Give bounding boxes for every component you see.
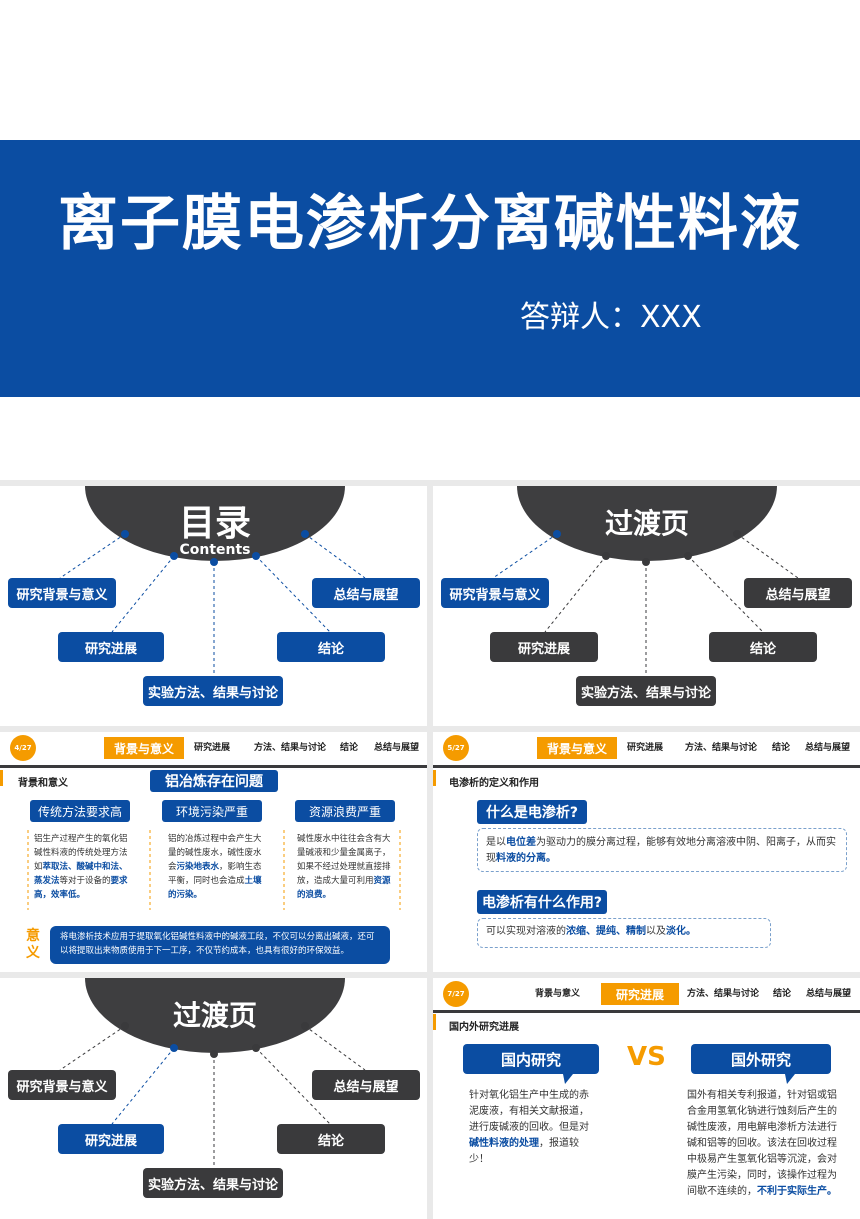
col2-text: 铝的冶炼过程中会产生大量的碱性废水，碱性废水会污染地表水，影响生态平衡，同时也会…	[168, 834, 262, 900]
subhead-marker	[433, 1014, 436, 1030]
question-2: 电渗析有什么作用?	[477, 890, 607, 914]
definition-slide[interactable]: 5/27 背景与意义 研究进展 方法、结果与讨论 结论 总结与展望 电渗析的定义…	[433, 732, 860, 972]
problem-banner: 铝冶炼存在问题	[150, 770, 278, 792]
nav-divider	[0, 765, 427, 768]
transition2-node-conclusion[interactable]: 结论	[277, 1124, 385, 1154]
domestic-research-text: 针对氧化铝生产中生成的赤泥废液，有相关文献报道，进行废碱液的回收。但是对碱性料液…	[469, 1090, 589, 1165]
subhead-marker	[433, 770, 436, 786]
background-slide[interactable]: 4/27 背景与意义 研究进展 方法、结果与讨论 结论 总结与展望 背景和意义 …	[0, 732, 427, 972]
transition1-connectors	[492, 530, 799, 676]
nav-tab-summary[interactable]: 总结与展望	[805, 743, 851, 753]
nav-divider	[433, 765, 860, 768]
column-dividers	[27, 830, 401, 910]
nav-tab-conclusion[interactable]: 结论	[773, 989, 792, 999]
page-badge: 4/27	[10, 735, 36, 761]
toc-node-background[interactable]: 研究背景与意义	[8, 578, 116, 608]
transition1-node-summary[interactable]: 总结与展望	[744, 578, 852, 608]
col2-title: 环境污染严重	[162, 800, 262, 822]
toc-node-progress[interactable]: 研究进展	[58, 632, 164, 662]
transition1-node-conclusion[interactable]: 结论	[709, 632, 817, 662]
meaning-label: 意义	[26, 928, 40, 961]
transition2-node-progress[interactable]: 研究进展	[58, 1124, 164, 1154]
toc-node-conclusion[interactable]: 结论	[277, 632, 385, 662]
toc-connectors	[59, 530, 366, 676]
presentation-title: 离子膜电渗析分离碱性料液	[58, 189, 802, 259]
foreign-research-text: 国外有相关专利报道，针对铝或铝合金用氢氧化钠进行蚀刻后产生的碱性废液，用电解电渗…	[687, 1090, 837, 1197]
page-badge: 7/27	[443, 981, 469, 1007]
title-slide: 离子膜电渗析分离碱性料液 答辩人：XXX	[0, 0, 860, 480]
col1-text: 铝生产过程产生的氧化铝碱性料液的传统处理方法如萃取法、酸碱中和法、蒸发法等对于设…	[34, 834, 128, 900]
subhead-marker	[0, 770, 3, 786]
slide-subhead: 背景和意义	[18, 778, 68, 789]
progress-slide[interactable]: 7/27 背景与意义 研究进展 方法、结果与讨论 结论 总结与展望 国内外研究进…	[433, 978, 860, 1219]
transition1-title: 过渡页	[604, 507, 689, 540]
transition2-node-background[interactable]: 研究背景与意义	[8, 1070, 116, 1100]
nav-tab-background[interactable]: 背景与意义	[535, 989, 581, 999]
vs-label: VS	[627, 1042, 666, 1072]
transition1-node-progress[interactable]: 研究进展	[490, 632, 598, 662]
nav-tab-conclusion[interactable]: 结论	[340, 743, 359, 753]
nav-divider	[433, 1010, 860, 1013]
meaning-box: 将电渗析技术应用于提取氧化铝碱性料液中的碱液工段，不仅可以分离出碱液，还可以将提…	[50, 926, 390, 964]
foreign-research-title: 国外研究	[691, 1044, 831, 1074]
transition1-node-background[interactable]: 研究背景与意义	[441, 578, 549, 608]
col3-text: 碱性废水中往往会含有大量碱液和少量金属离子，如果不经过处理就直接排放，造成大量可…	[297, 834, 391, 900]
nav-tab-progress[interactable]: 研究进展	[601, 983, 679, 1005]
col1-title: 传统方法要求高	[30, 800, 130, 822]
slide-subhead: 电渗析的定义和作用	[449, 778, 539, 789]
transition1-node-methods[interactable]: 实验方法、结果与讨论	[576, 676, 716, 706]
nav-tab-progress[interactable]: 研究进展	[194, 743, 231, 753]
nav-tab-conclusion[interactable]: 结论	[772, 743, 791, 753]
nav-tab-methods[interactable]: 方法、结果与讨论	[687, 989, 760, 999]
nav-bar: 5/27 背景与意义 研究进展 方法、结果与讨论 结论 总结与展望	[433, 732, 860, 762]
nav-tab-background[interactable]: 背景与意义	[537, 737, 617, 759]
answer-1: 是以电位差为驱动力的膜分离过程，能够有效地分离溶液中阴、阳离子，从而实现料液的分…	[477, 828, 847, 872]
toc-slide[interactable]: 目录 Contents 研究背景与意义 研究进展 实验方法、结果与讨论 结论 总…	[0, 486, 427, 726]
answer-2: 可以实现对溶液的浓缩、提纯、精制以及淡化。	[477, 918, 771, 948]
toc-node-summary[interactable]: 总结与展望	[312, 578, 420, 608]
toc-node-methods[interactable]: 实验方法、结果与讨论	[143, 676, 283, 706]
toc-subtitle: Contents	[179, 542, 251, 558]
nav-bar: 4/27 背景与意义 研究进展 方法、结果与讨论 结论 总结与展望	[0, 732, 427, 762]
slide-subhead: 国内外研究进展	[449, 1022, 519, 1033]
presenter-label: 答辩人：XXX	[520, 300, 702, 335]
transition2-node-methods[interactable]: 实验方法、结果与讨论	[143, 1168, 283, 1198]
nav-tab-methods[interactable]: 方法、结果与讨论	[685, 743, 758, 753]
domestic-research-title: 国内研究	[463, 1044, 599, 1074]
transition2-title: 过渡页	[172, 999, 257, 1032]
transition-slide-1[interactable]: 过渡页 研究背景与意义 研究进展 实验方法、结果与讨论 结论 总结与展望	[433, 486, 860, 726]
question-1: 什么是电渗析?	[477, 800, 587, 824]
col3-title: 资源浪费严重	[295, 800, 395, 822]
nav-bar: 7/27 背景与意义 研究进展 方法、结果与讨论 结论 总结与展望	[433, 978, 860, 1008]
toc-title: 目录	[178, 503, 251, 544]
transition2-connectors	[59, 1022, 366, 1168]
bubble-pointers	[563, 1074, 795, 1084]
nav-tab-summary[interactable]: 总结与展望	[374, 743, 420, 753]
nav-tab-summary[interactable]: 总结与展望	[806, 989, 852, 999]
transition-slide-2[interactable]: 过渡页 研究背景与意义 研究进展 实验方法、结果与讨论 结论 总结与展望	[0, 978, 427, 1219]
title-band	[0, 140, 860, 397]
page-badge: 5/27	[443, 735, 469, 761]
transition2-node-summary[interactable]: 总结与展望	[312, 1070, 420, 1100]
nav-tab-methods[interactable]: 方法、结果与讨论	[254, 743, 327, 753]
nav-tab-progress[interactable]: 研究进展	[627, 743, 664, 753]
nav-tab-background[interactable]: 背景与意义	[104, 737, 184, 759]
